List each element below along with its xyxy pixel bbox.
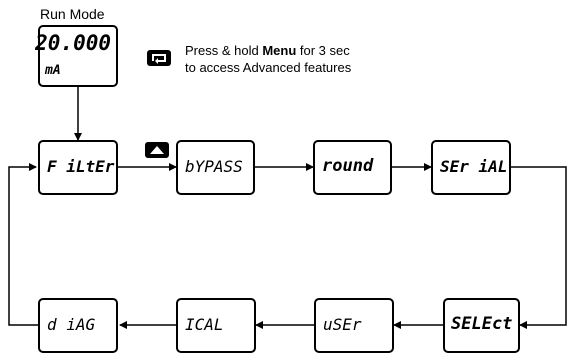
- run-mode-value: 20.000: [35, 31, 111, 55]
- menu-diag[interactable]: d iAG: [38, 298, 118, 353]
- menu-ical-label: ICAL: [185, 315, 224, 334]
- hint-line-1-post: for 3 sec: [296, 43, 350, 58]
- menu-select[interactable]: SELEct: [443, 298, 520, 353]
- hint-menu-key: Menu: [262, 43, 297, 58]
- up-button[interactable]: [145, 142, 169, 158]
- menu-filter-label: F iLtEr: [47, 157, 115, 176]
- menu-bypass-label: bYPASS: [185, 157, 243, 176]
- run-mode-title: Run Mode: [40, 6, 105, 22]
- menu-bypass[interactable]: bYPASS: [176, 140, 255, 195]
- menu-round-label: round: [322, 156, 374, 176]
- up-arrow-icon: [150, 146, 164, 154]
- run-mode-unit: mA: [45, 63, 61, 78]
- hint-line-2: to access Advanced features: [185, 60, 352, 75]
- hint-line-1-pre: Press & hold: [185, 43, 263, 58]
- menu-user[interactable]: uSEr: [314, 298, 394, 353]
- menu-round[interactable]: round: [313, 140, 392, 195]
- menu-diag-label: d iAG: [47, 315, 96, 334]
- run-mode-display: 20.000 mA: [35, 25, 118, 87]
- menu-serial-label: SEr iAL: [440, 157, 508, 176]
- menu-serial[interactable]: SEr iAL: [431, 140, 511, 195]
- menu-button[interactable]: [147, 50, 171, 66]
- loop-arrow-icon: [152, 54, 166, 64]
- menu-user-label: uSEr: [323, 315, 362, 334]
- menu-filter[interactable]: F iLtEr: [38, 140, 118, 195]
- menu-ical[interactable]: ICAL: [176, 298, 256, 353]
- menu-select-label: SELEct: [451, 314, 513, 334]
- hint-line-1: Press & hold Menu for 3 sec: [185, 43, 350, 58]
